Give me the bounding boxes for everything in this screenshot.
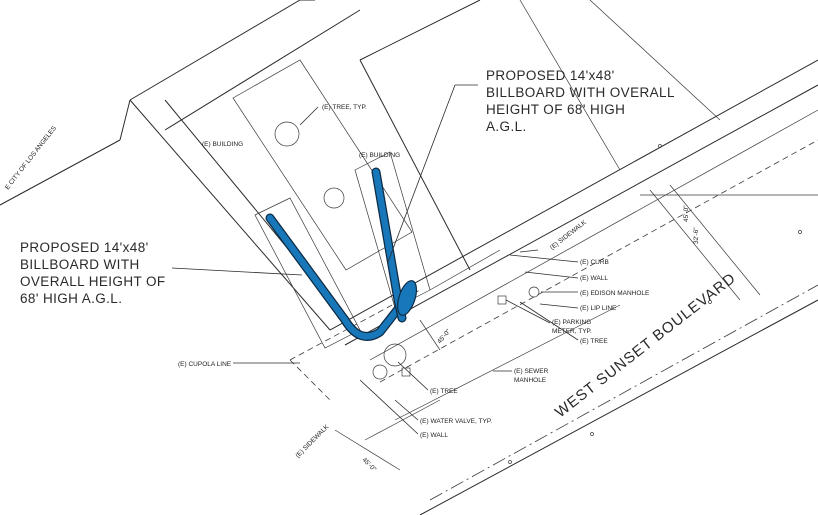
label-cupola-line: (E) CUPOLA LINE [178,361,232,368]
dim-right-2: 32'-6" [693,227,700,244]
callout-left-line-4: 68' HIGH A.G.L. [20,291,122,306]
dimension-lines [334,184,818,471]
callout-left-line-2: BILLBOARD WITH [20,257,140,272]
dim-bottom: 45'-0" [361,456,378,473]
parking-meter-symbol [497,295,507,305]
label-wall-right: (E) WALL [580,275,608,282]
tree-symbol [274,121,300,147]
lot-lines [0,0,721,331]
label-sidewalk-lower: (E) SIDEWALK [294,423,330,459]
label-building-left: (E) BUILDING [202,141,243,148]
water-valve-symbol [401,367,411,377]
building-outlines [232,59,501,401]
callout-upper-line-4: A.G.L. [486,119,527,134]
label-sidewalk-upper: (E) SIDEWALK [549,219,588,252]
callout-billboard-left: PROPOSED 14'x48' BILLBOARD WITH OVERALL … [20,240,166,306]
label-curb: (E) CURB [580,259,609,266]
city-line-label: E CITY OF LOS ANGELES [4,124,58,191]
label-tree-typ: (E) TREE, TYP. [322,104,367,111]
label-tree-right: (E) TREE [580,338,608,345]
tree-symbol [383,343,407,367]
callout-upper-line-3: HEIGHT OF 68' HIGH [486,102,625,117]
callout-left-line-1: PROPOSED 14'x48' [20,240,149,255]
tree-symbol [323,187,345,209]
label-building-right: (E) BUILDING [359,152,400,159]
edison-manhole-symbol [528,286,540,298]
tree-symbols [274,121,540,380]
label-parking-meter-2: METER, TYP. [552,328,592,335]
callout-billboard-upper: PROPOSED 14'x48' BILLBOARD WITH OVERALL … [486,68,675,134]
dim-right-1: 45'-0" [683,205,690,222]
label-water-valve: (E) WATER VALVE, TYP. [420,418,492,425]
leader-lines [171,84,579,435]
callout-upper-line-1: PROPOSED 14'x48' [486,68,615,83]
label-wall-bottom: (E) WALL [420,432,448,439]
label-lip-line: (E) LIP LINE [580,305,617,312]
street-lines [329,59,818,515]
street-tick-marks [508,144,802,464]
label-parking-meter-1: (E) PARKING [552,319,591,326]
billboard-right [371,167,418,323]
billboard-left [265,213,410,341]
callout-left-line-3: OVERALL HEIGHT OF [20,274,166,289]
label-sewer-manhole-1: (E) SEWER [514,368,549,375]
label-edison-manhole: (E) EDISON MANHOLE [580,290,650,297]
label-sewer-manhole-2: MANHOLE [514,377,547,384]
tree-symbol [372,364,388,380]
label-tree-bottom: (E) TREE [430,388,458,395]
dim-mid: 45'-0" [436,328,452,346]
callout-upper-line-2: BILLBOARD WITH OVERALL [486,85,675,100]
